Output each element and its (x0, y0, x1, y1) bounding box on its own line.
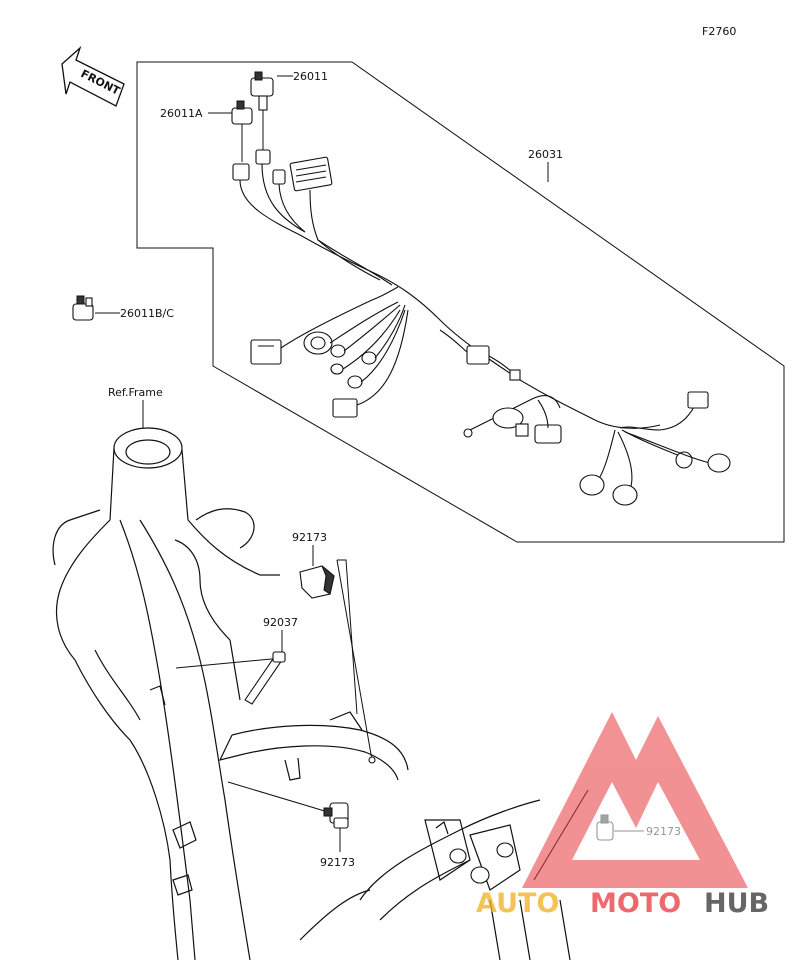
label-26011BC: 26011B/C (95, 307, 174, 320)
svg-text:26011B/C: 26011B/C (120, 307, 174, 320)
watermark-logo (522, 712, 748, 888)
svg-text:26011: 26011 (293, 70, 328, 83)
connector-26011A (231, 100, 264, 162)
label-26011: 26011 (277, 70, 328, 83)
connector-26011 (250, 71, 274, 111)
svg-text:92037: 92037 (263, 616, 298, 629)
label-92173-top: 92173 (292, 531, 327, 566)
connector-26011BC (72, 295, 94, 321)
svg-text:AUTO: AUTO (476, 888, 559, 919)
watermark-text: AUTO MOTO HUB (476, 888, 769, 919)
harness-assembly-outline (136, 61, 785, 543)
front-arrow: FRONT (61, 45, 125, 107)
svg-text:26011A: 26011A (160, 107, 203, 120)
bolt-92037 (244, 651, 286, 705)
clip-92173-top (299, 565, 335, 599)
reference-frame (52, 427, 571, 961)
svg-text:92173: 92173 (320, 856, 355, 869)
svg-text:92173: 92173 (292, 531, 327, 544)
svg-text:Ref.Frame: Ref.Frame (108, 386, 163, 399)
label-ref-frame: Ref.Frame (108, 386, 163, 428)
svg-text:HUB: HUB (704, 888, 769, 919)
reference-lines (175, 559, 589, 881)
clip-92173-bottom (323, 802, 349, 829)
figure-code: F2760 (702, 25, 736, 38)
label-26031: 26031 (528, 148, 563, 182)
svg-text:26031: 26031 (528, 148, 563, 161)
wiring-harness-26031 (232, 149, 731, 506)
svg-text:MOTO: MOTO (590, 888, 681, 919)
label-26011A: 26011A (160, 107, 233, 120)
label-92173-bottom: 92173 (320, 826, 355, 869)
label-92037: 92037 (263, 616, 298, 654)
